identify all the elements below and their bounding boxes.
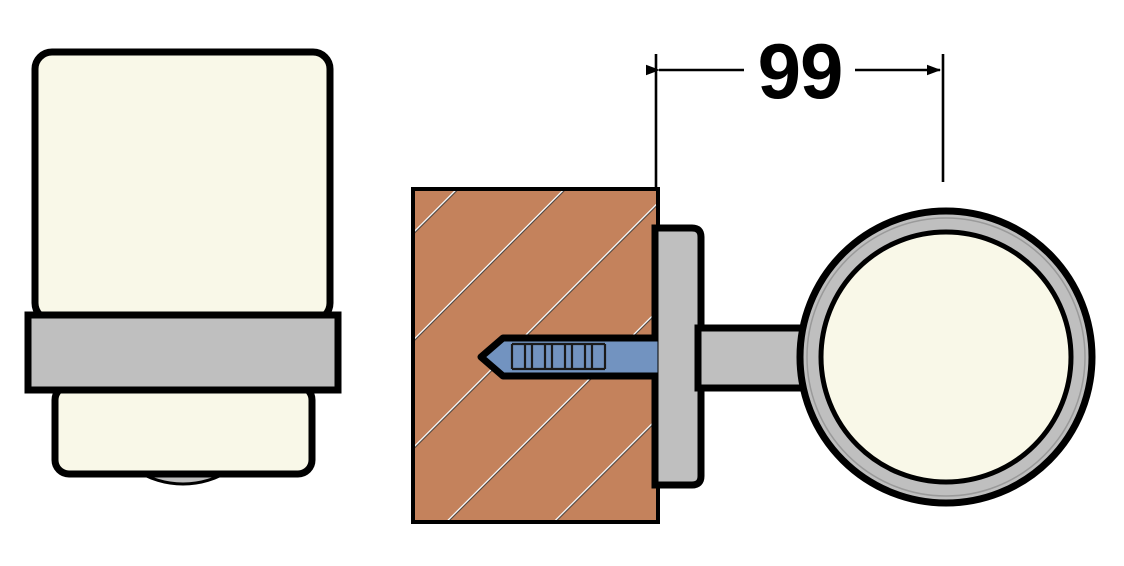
wall-mount-plate: [651, 224, 705, 489]
section-view-group: [411, 187, 1096, 524]
ring-outer-hairline: [806, 217, 1086, 497]
dimension-label: 99: [758, 27, 843, 115]
tumbler-base: [51, 382, 316, 478]
holder-ring-band: [24, 311, 342, 394]
tumbler-body: [31, 48, 334, 324]
screw-thread-ticks: [510, 342, 607, 371]
dimension-99: 99: [646, 27, 945, 189]
front-view-group: [24, 48, 342, 486]
wall-anchor-screw: [477, 334, 658, 380]
ring-inner-glass: [818, 229, 1074, 485]
